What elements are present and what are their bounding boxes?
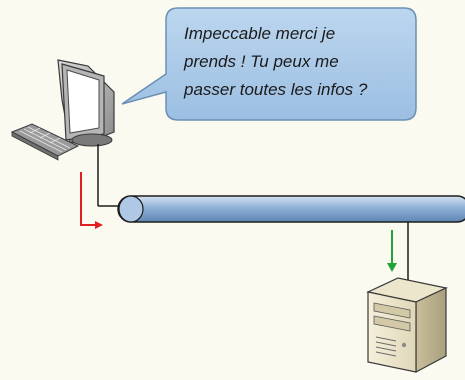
speech-bubble <box>121 7 417 121</box>
network-cable <box>117 195 465 223</box>
red-arrow <box>80 172 103 229</box>
keyboard-icon <box>10 123 80 161</box>
speech-bubble-text: Impeccable merci je prends ! Tu peux me … <box>184 24 368 99</box>
client-connection-line <box>97 144 118 207</box>
desktop-computer-icon <box>57 59 115 147</box>
server-tower-icon <box>366 277 448 373</box>
green-arrow <box>387 230 397 272</box>
